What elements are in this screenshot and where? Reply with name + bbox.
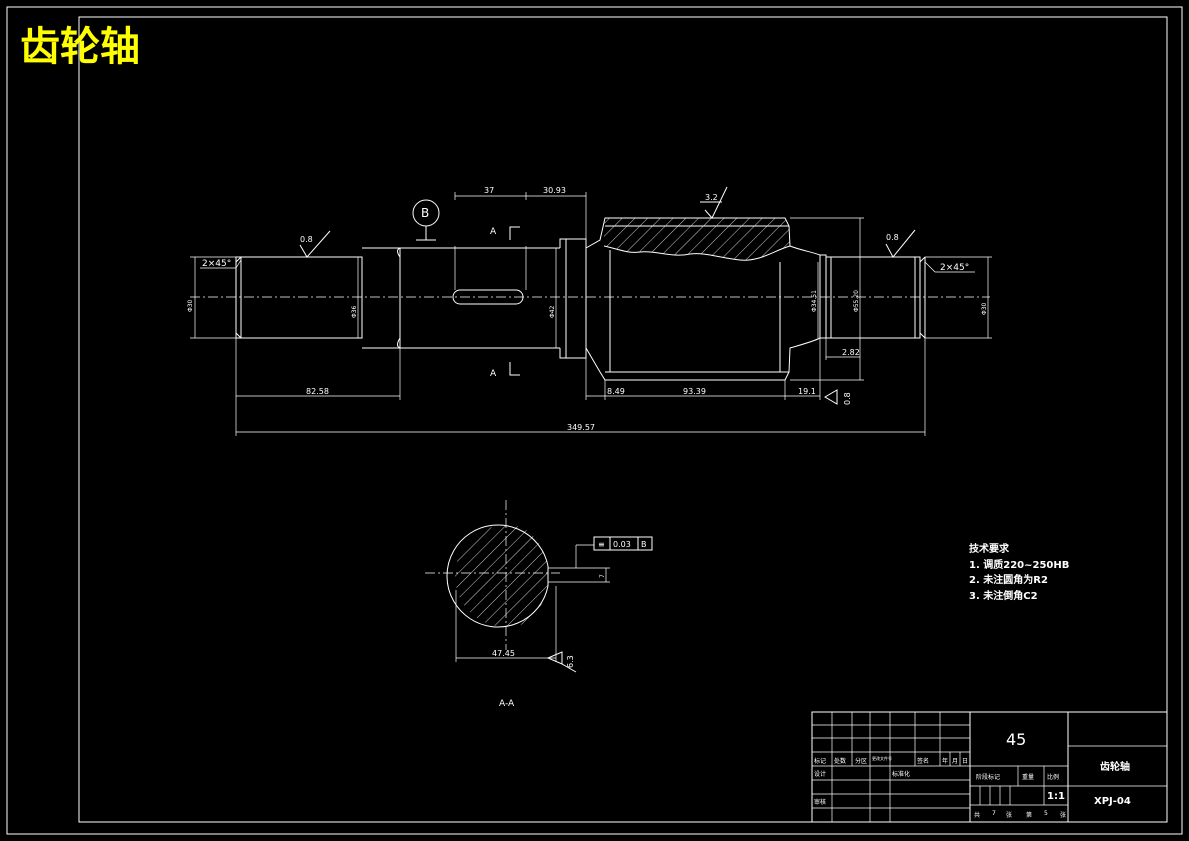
datum-b-label: B: [421, 206, 429, 220]
tb-header-zone: 分区: [855, 757, 867, 765]
roughness-right: 0.8: [885, 229, 916, 258]
tech-req-item-1: 1. 调质220~250HB: [969, 558, 1069, 571]
tb-sheet-no: 5: [1044, 810, 1048, 817]
tb-header-year: 年: [942, 757, 948, 765]
tb-drawing-no: XPJ-04: [1094, 796, 1131, 807]
chamfer-right-label: 2×45°: [940, 263, 969, 273]
roughness-gear: 3.2: [700, 186, 728, 219]
dim-dia-right-end: Φ30: [981, 302, 988, 315]
chamfer-left: 2×45°: [200, 259, 242, 269]
tb-header-day: 日: [962, 758, 968, 765]
tech-req-item-2: 2. 未注圆角为R2: [969, 573, 1048, 586]
rough-gear-value: 3.2: [705, 193, 718, 202]
dim-len-left: 82.58: [306, 387, 329, 396]
dim-keyway-offset: 30.93: [543, 186, 566, 195]
tech-requirements: 技术要求 1. 调质220~250HB 2. 未注圆角为R2 3. 未注倒角C2: [969, 542, 1069, 602]
tb-part-name: 齿轮轴: [1100, 760, 1130, 773]
rough-section-value: 6.3: [566, 655, 575, 668]
tb-review: 审核: [814, 798, 826, 806]
section-a-bottom-label: A: [490, 369, 497, 379]
tb-ratio: 比例: [1047, 773, 1059, 781]
tb-header-signature: 签名: [917, 757, 929, 765]
section-a-top-label: A: [490, 227, 497, 237]
rough-bottom-value: 0.8: [843, 392, 852, 405]
tech-req-heading: 技术要求: [969, 542, 1010, 555]
dim-len-a: 8.49: [607, 387, 625, 396]
tb-header-mark: 标记: [814, 757, 826, 765]
dim-dia-gear-shaft: Φ34.51: [811, 290, 818, 312]
dim-dia-gear-top: Φ55.20: [853, 290, 860, 312]
tech-req-item-3: 3. 未注倒角C2: [969, 589, 1038, 602]
tb-sheet-unit-1: 张: [1006, 811, 1012, 819]
tb-header-month: 月: [952, 758, 958, 765]
section-view-label: A-A: [499, 699, 515, 709]
dim-dia-keyseat: Φ42: [549, 305, 556, 318]
roughness-left: 0.8: [299, 230, 331, 258]
section-view-aa: 7 ≡ 0.03 B 47.45 6.3 A-A: [425, 500, 653, 709]
chamfer-left-label: 2×45°: [202, 259, 231, 269]
keyway-dimensions: 37 30.93: [454, 186, 587, 239]
dim-dia-left-end: Φ30: [187, 299, 194, 312]
tb-sheet-unit-2: 张: [1060, 811, 1066, 819]
section-cut-markers: A A: [490, 226, 520, 379]
tb-material: 45: [1006, 730, 1026, 749]
inner-border: [78, 16, 1168, 823]
dim-len-b: 19.1: [798, 387, 816, 396]
chamfer-right: 2×45°: [924, 261, 975, 273]
tb-sheets-total: 7: [992, 810, 996, 817]
tb-header-change-doc: 更改文件号: [872, 755, 892, 761]
tb-header-count: 处数: [834, 757, 846, 765]
tolerance-symbol: ≡: [598, 540, 605, 549]
diameter-dimensions: Φ30 Φ36 Φ42 Φ34.51 Φ55.20 Φ30: [187, 217, 992, 381]
shaft-main-view: [190, 217, 990, 381]
title-block: 45 齿轮轴 XPJ-04 1:1 标记 处数 分区 更改文件号 签名 年 月 …: [811, 711, 1168, 823]
tolerance-value: 0.03: [613, 540, 631, 549]
rough-left-value: 0.8: [300, 235, 313, 244]
outer-border: [6, 6, 1183, 835]
dim-len-gear: 93.39: [683, 387, 706, 396]
tb-stage-mark: 阶段标记: [976, 773, 1000, 781]
dim-key-depth: 7: [599, 574, 606, 578]
tb-standardize: 标准化: [892, 770, 910, 778]
tb-scale: 1:1: [1047, 791, 1065, 802]
roughness-bottom: 0.8: [824, 389, 852, 405]
length-dimensions: 82.58 349.57 8.49 93.39 19.1 2.82: [235, 338, 926, 436]
drawing-title: 齿轮轴: [20, 24, 140, 70]
dim-dia-journal: Φ36: [351, 305, 358, 318]
tolerance-datum: B: [641, 540, 647, 549]
tb-design: 设计: [814, 770, 826, 778]
tb-weight: 重量: [1022, 773, 1034, 781]
tb-sheets-total-label: 共: [974, 811, 980, 819]
dim-keyway-length: 37: [484, 186, 494, 195]
rough-right-value: 0.8: [886, 233, 899, 242]
tb-sheet-no-label: 第: [1026, 811, 1032, 819]
datum-b-symbol: B: [412, 199, 440, 241]
dim-len-c: 2.82: [842, 348, 860, 357]
dim-len-total: 349.57: [567, 423, 595, 432]
dim-section-width: 47.45: [492, 649, 515, 658]
